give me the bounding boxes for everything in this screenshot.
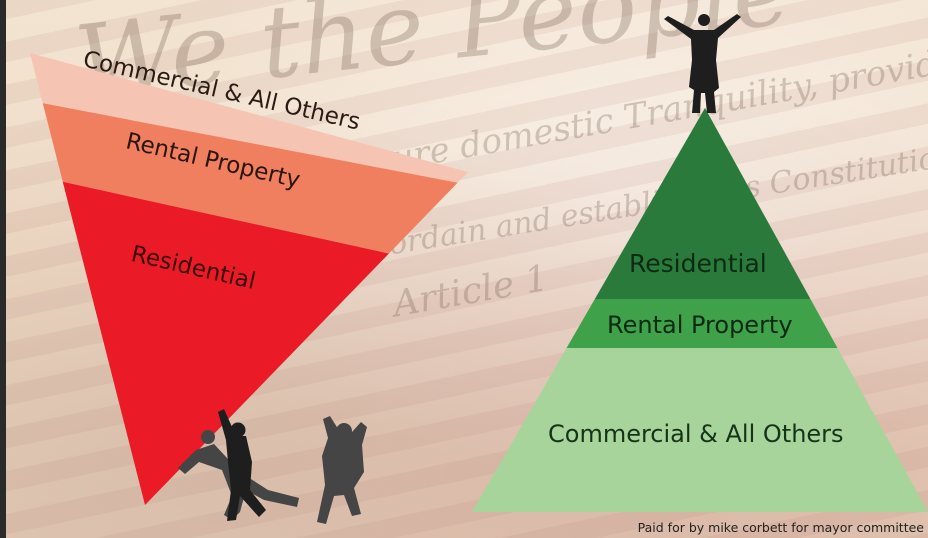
upright-pyramid-label-residential: Residential bbox=[629, 249, 767, 278]
struggling-figure bbox=[317, 416, 367, 524]
struggling-figure bbox=[218, 409, 266, 521]
upright-pyramid-label-commercial: Commercial & All Others bbox=[548, 420, 844, 448]
upright-pyramid bbox=[472, 108, 928, 512]
paid-for-by-disclaimer: Paid for by mike corbett for mayor commi… bbox=[637, 520, 924, 535]
celebrating-figure bbox=[664, 14, 741, 113]
left-frame-edge bbox=[0, 0, 6, 538]
struggling-figures bbox=[178, 409, 367, 524]
upright-pyramid-label-rental: Rental Property bbox=[607, 311, 793, 339]
